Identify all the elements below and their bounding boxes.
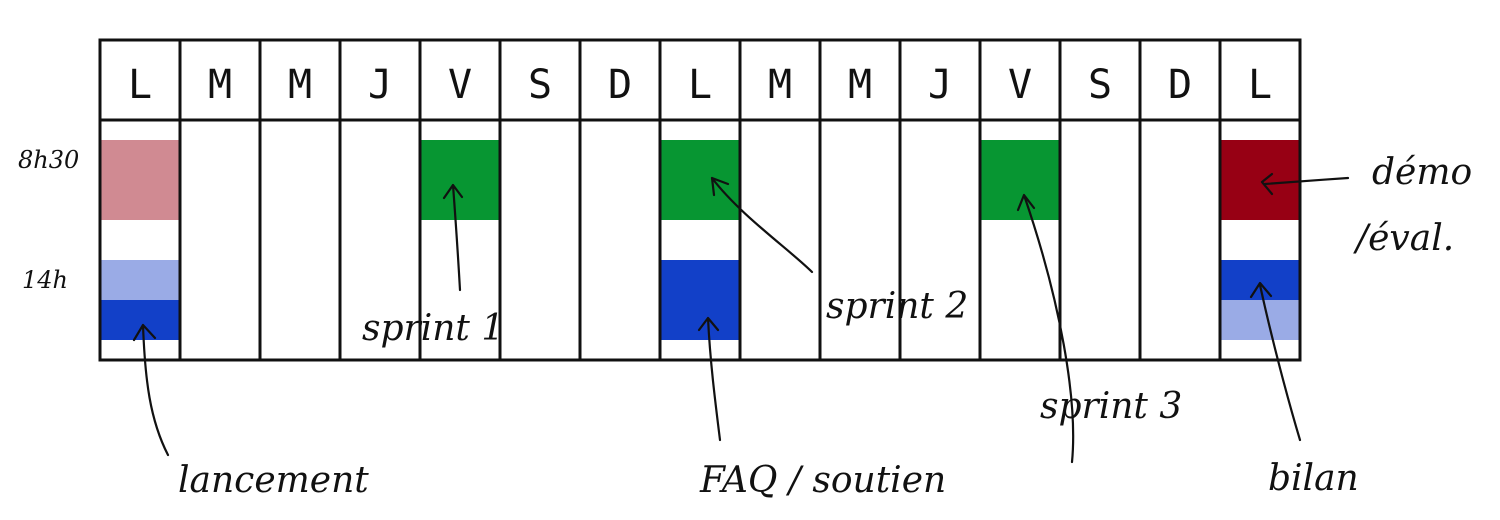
time-label-morning: 8h30	[18, 146, 79, 174]
sprint3-arrow	[1016, 193, 1075, 464]
bilan-dark-block	[1220, 260, 1300, 300]
faq-label: FAQ / soutien	[699, 460, 946, 501]
sprint1-arrow	[442, 183, 464, 292]
sprint2-label: sprint 2	[826, 286, 968, 327]
bilan-arrow	[1249, 281, 1302, 442]
day-header: D	[608, 62, 632, 108]
day-header: J	[368, 62, 392, 108]
lancement-morning-block	[100, 140, 180, 220]
sprint2-arrow	[710, 176, 814, 274]
day-header: M	[288, 62, 312, 108]
day-header: M	[848, 62, 872, 108]
bilan-label: bilan	[1268, 458, 1359, 499]
session-blocks	[100, 140, 1300, 340]
lancement-arrow	[132, 323, 170, 457]
demo-arrow	[1260, 172, 1350, 196]
annotation-labels: lancement sprint 1 sprint 2 FAQ / soutie…	[178, 152, 1472, 501]
time-label-afternoon: 14h	[22, 266, 68, 294]
demo-label-line2: /éval.	[1353, 218, 1454, 259]
faq-arrow	[697, 316, 722, 442]
day-header: V	[448, 62, 472, 108]
sprint2-block	[660, 140, 740, 220]
day-header: L	[1248, 62, 1272, 108]
sprint3-block	[980, 140, 1060, 220]
day-header: D	[1168, 62, 1192, 108]
sprint1-block	[420, 140, 500, 220]
day-header: V	[1008, 62, 1032, 108]
demo-block	[1220, 140, 1300, 220]
demo-label-line1: démo	[1372, 152, 1472, 193]
day-header: M	[208, 62, 232, 108]
lancement-afternoon-dark-block	[100, 300, 180, 340]
sprint3-label: sprint 3	[1040, 386, 1182, 427]
faq-block	[660, 260, 740, 340]
lancement-afternoon-light-block	[100, 260, 180, 300]
day-header: L	[128, 62, 152, 108]
calendar-grid	[98, 38, 1302, 362]
day-header: J	[928, 62, 952, 108]
day-header: M	[768, 62, 792, 108]
day-header: S	[528, 62, 552, 108]
lancement-label: lancement	[178, 460, 369, 501]
day-headers: L M M J V S D L M M J V S D L	[128, 62, 1272, 108]
day-header: L	[688, 62, 712, 108]
sprint1-label: sprint 1	[362, 308, 504, 349]
bilan-light-block	[1220, 300, 1300, 340]
annotation-arrows	[132, 172, 1350, 464]
day-header: S	[1088, 62, 1112, 108]
